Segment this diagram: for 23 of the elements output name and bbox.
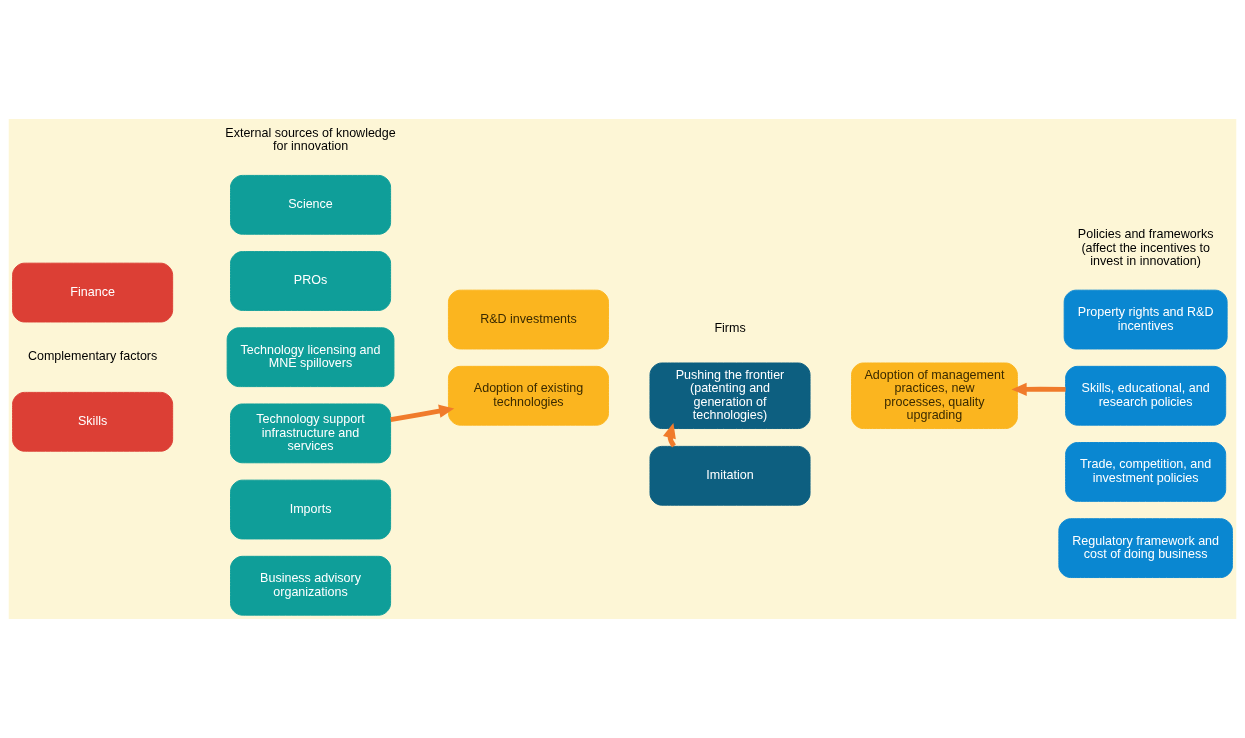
label: Firms <box>714 320 746 335</box>
node-box: Adoption of existing technologies <box>447 365 609 426</box>
node-box: Adoption of management practices, new processes, quality upgrading <box>851 362 1018 430</box>
arrow <box>390 404 455 422</box>
label: External sources of knowledge for innovation <box>225 125 396 154</box>
node-box: Trade, competition, and investment policies <box>1065 442 1227 502</box>
node-box: Imports <box>230 479 392 540</box>
label: Policies and frameworks (affect the incentives to invest in innovation) <box>1077 227 1214 268</box>
node-box: Business advisory organizations <box>230 555 392 616</box>
node-box: Regulatory framework and cost of doing business <box>1058 518 1233 578</box>
node-box: Technology licensing and MNE spillovers <box>226 327 395 388</box>
node-box: Finance <box>12 262 174 323</box>
node-box: Technology support infrastructure and services <box>230 403 392 464</box>
arrow <box>1011 382 1066 396</box>
node-box: Science <box>230 174 392 235</box>
node-box: PROs <box>230 251 392 311</box>
node-box: Imitation <box>649 445 811 506</box>
node-box: Skills <box>12 391 174 452</box>
node-box: Skills, educational, and research policies <box>1065 365 1227 426</box>
node-box: Pushing the frontier (patenting and generation of technologies) <box>649 362 811 430</box>
node-box: R&D investments <box>447 289 609 350</box>
node-box: Property rights and R&D incentives <box>1063 289 1228 350</box>
label: Complementary factors <box>27 349 158 364</box>
